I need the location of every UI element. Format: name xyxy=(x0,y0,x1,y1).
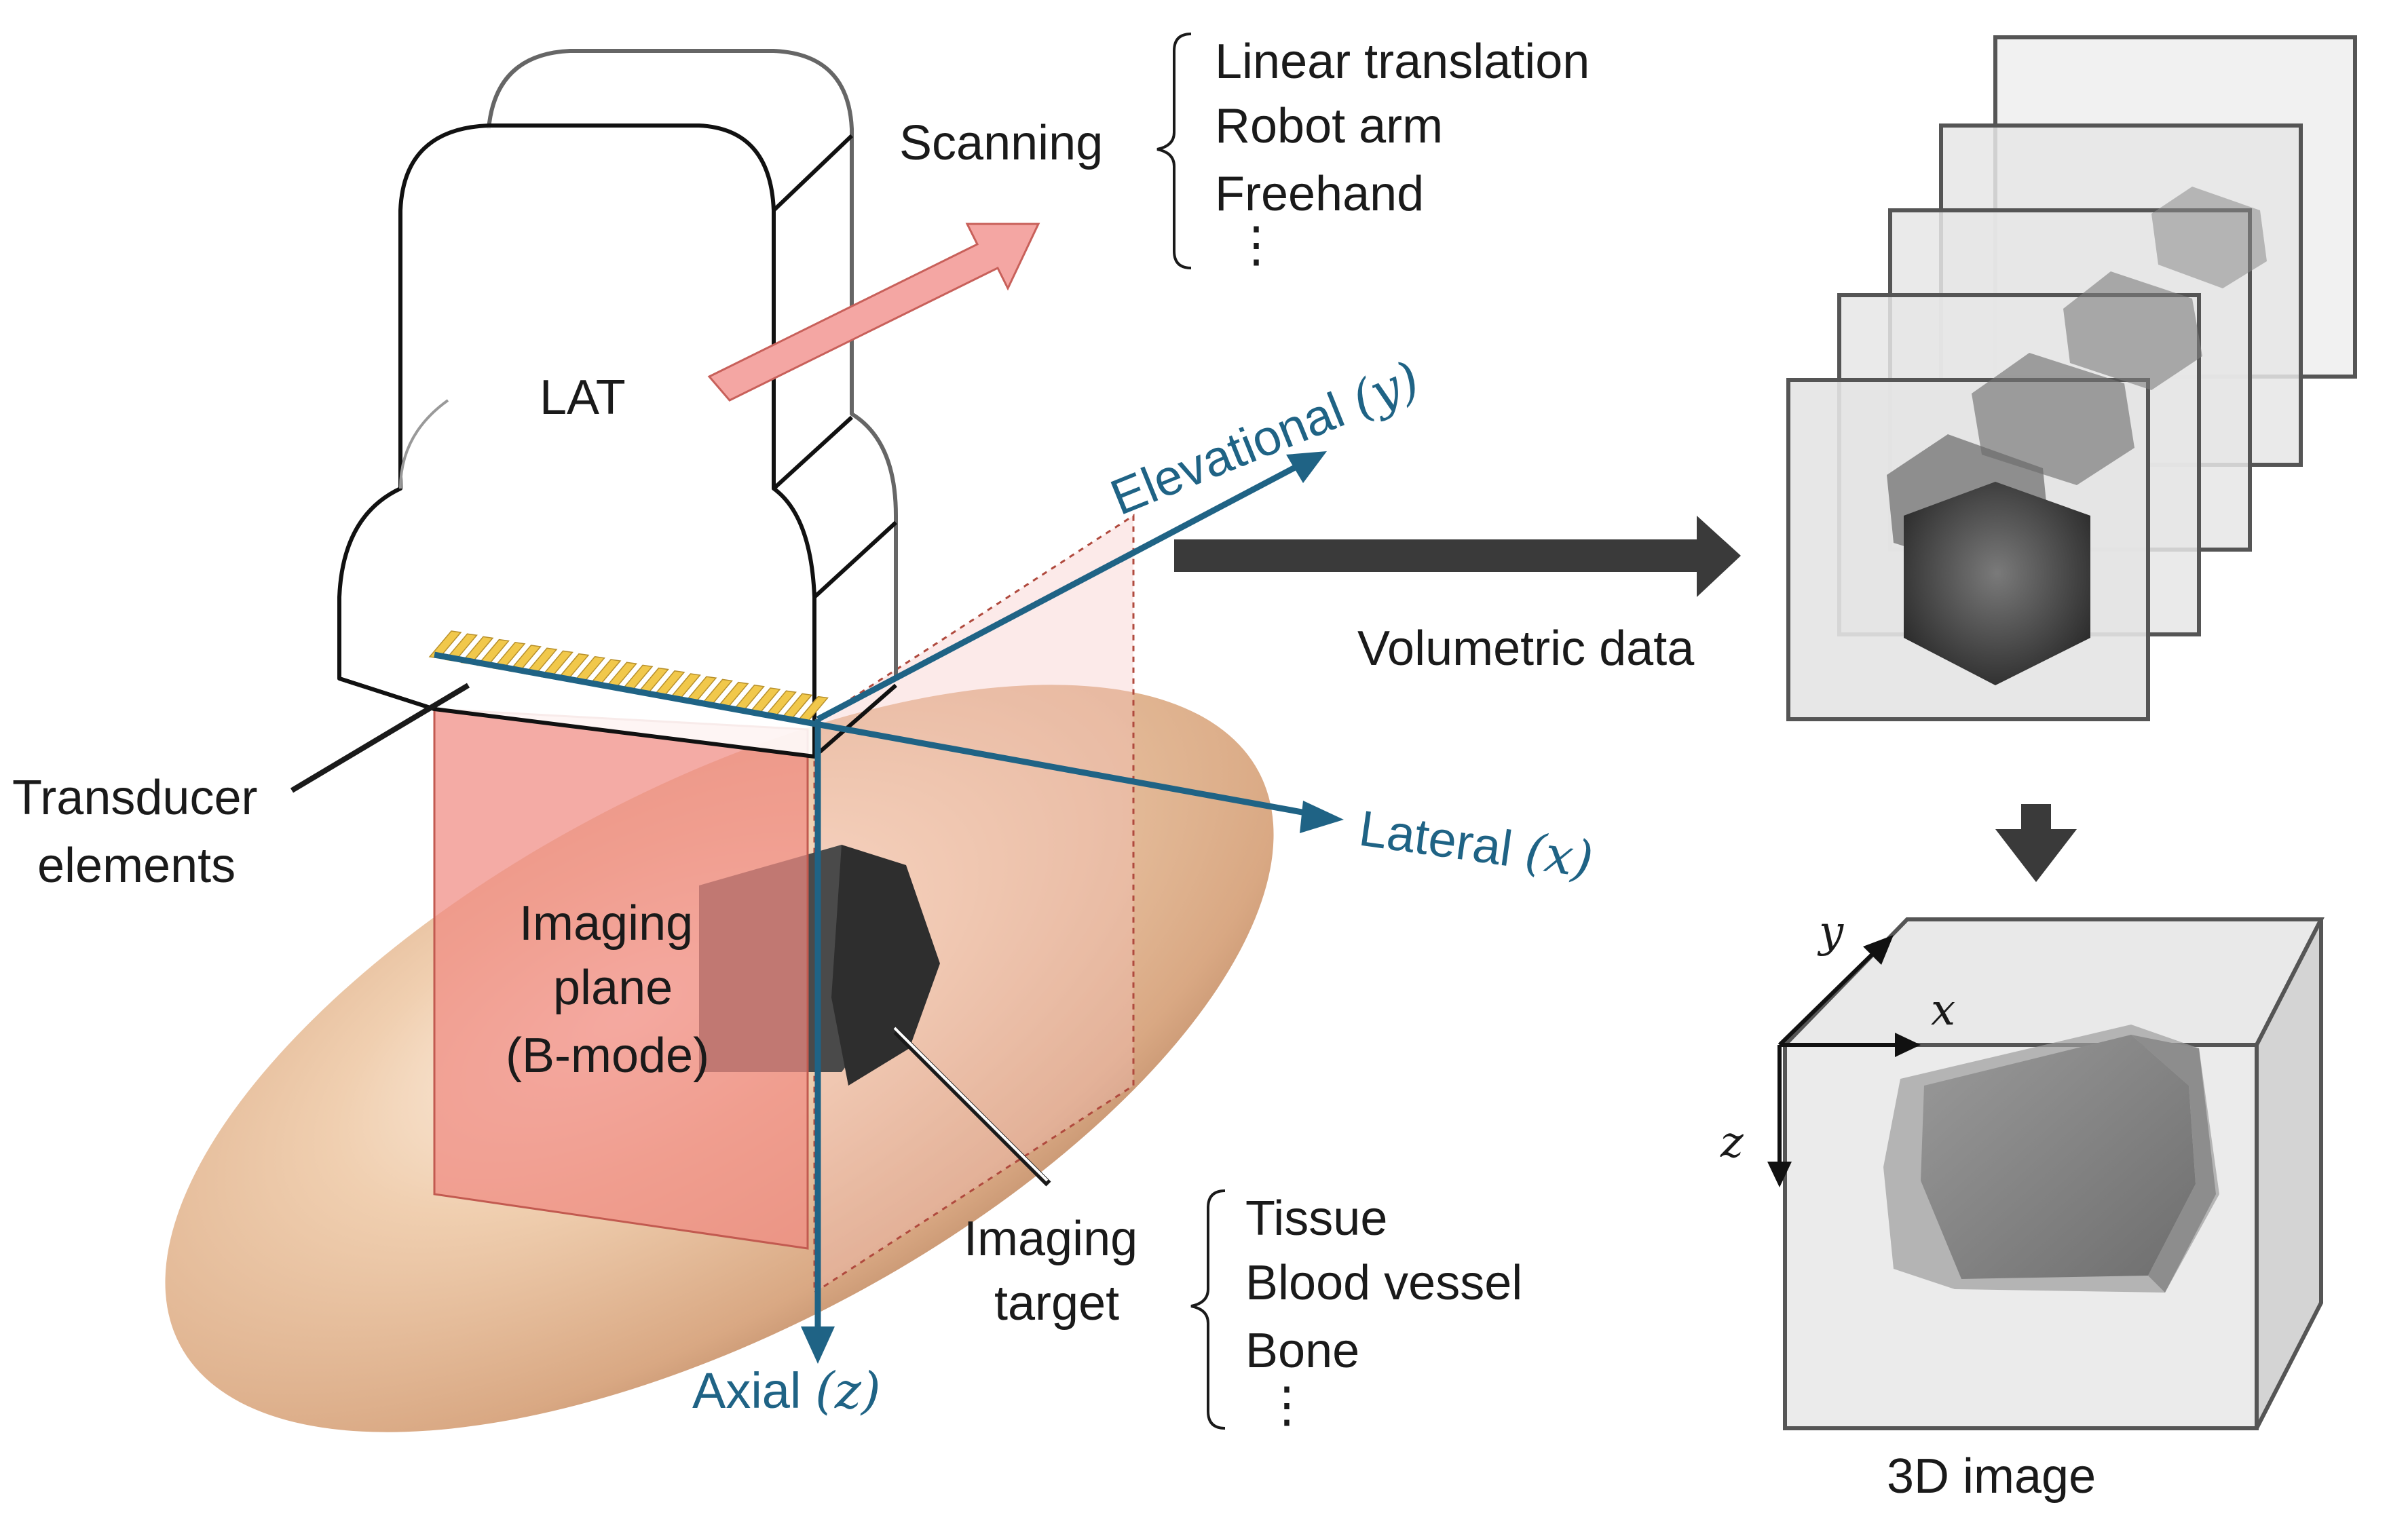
scan-direction-arrow xyxy=(707,223,1040,402)
scanning-method-3: Freehand xyxy=(1215,167,1424,221)
volumetric-label: Volumetric data xyxy=(1357,622,1695,676)
target-item-2: Blood vessel xyxy=(1245,1256,1522,1310)
slice-hexagons xyxy=(1887,187,2267,685)
svg-text:Elevational (y): Elevational (y) xyxy=(1103,350,1428,527)
target-label-line1: Imaging xyxy=(964,1212,1137,1266)
target-more: ⋮ xyxy=(1262,1378,1311,1432)
flow-arrow-right xyxy=(1174,516,1741,597)
transducer-label-line1: Transducer xyxy=(12,771,257,825)
elevational-axis-label: Elevational (y) xyxy=(1103,350,1428,527)
pointer-lines xyxy=(290,683,470,793)
plane-label-line3: (B-mode) xyxy=(506,1029,709,1083)
plane-label-line1: Imaging xyxy=(519,896,693,951)
3d-image-label: 3D image xyxy=(1887,1449,2096,1504)
lateral-axis-label: Lateral (x) xyxy=(1355,799,1597,890)
flow-arrow-down xyxy=(1995,804,2077,882)
elevational-plane xyxy=(813,514,1135,1295)
cube-axes xyxy=(1767,935,1921,1187)
svg-text:Lateral (x): Lateral (x) xyxy=(1355,799,1596,890)
plane-label-line2: plane xyxy=(553,961,673,1015)
target-brace xyxy=(1190,1189,1226,1430)
target-label-line2: target xyxy=(994,1276,1119,1331)
probe-label: LAT xyxy=(540,370,626,425)
scanning-brace xyxy=(1156,33,1192,269)
cube-axis-z-label: z xyxy=(1720,1118,1744,1168)
scanning-more: ⋮ xyxy=(1232,218,1281,272)
3d-reconstruction-shape xyxy=(1883,1025,2219,1293)
target-item-3: Bone xyxy=(1245,1324,1359,1378)
target-item-1: Tissue xyxy=(1245,1191,1387,1246)
cube-axis-y-label: y xyxy=(1817,907,1844,957)
transducer-probe xyxy=(337,49,898,759)
scanning-method-2: Robot arm xyxy=(1215,99,1443,153)
transducer-elements xyxy=(428,630,829,725)
transducer-label-line2: elements xyxy=(37,839,236,893)
cube-axis-x-label: x xyxy=(1931,985,1955,1035)
axial-axis-label: Axial (z) xyxy=(692,1362,881,1420)
axes xyxy=(434,451,1344,1364)
scanning-title: Scanning xyxy=(899,116,1103,170)
scanning-method-1: Linear translation xyxy=(1215,35,1589,89)
